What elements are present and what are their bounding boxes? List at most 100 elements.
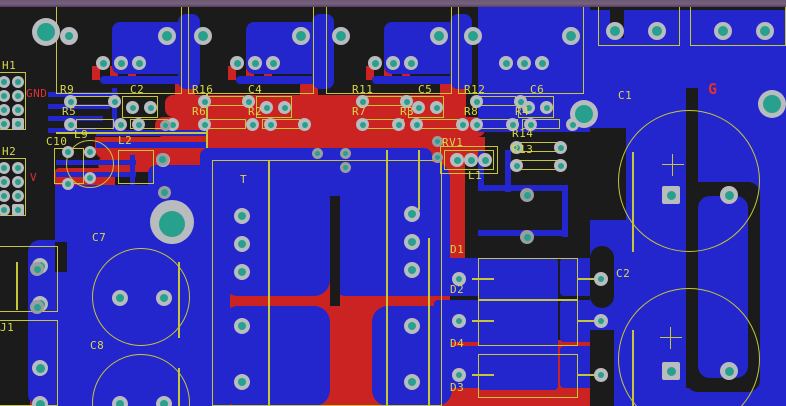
pad-transformer[interactable] <box>234 374 250 390</box>
pad-header-h1[interactable] <box>0 104 10 116</box>
pad-transformer[interactable] <box>234 208 250 224</box>
pad-resistor[interactable] <box>246 118 259 131</box>
via[interactable] <box>340 148 351 159</box>
pad-resistor[interactable] <box>470 95 483 108</box>
pad-resistor[interactable] <box>356 118 369 131</box>
pad-capacitor-c7[interactable] <box>156 290 172 306</box>
footprint-outline-r6[interactable] <box>208 119 246 129</box>
pad-resistor[interactable] <box>264 118 277 131</box>
via[interactable] <box>432 136 443 147</box>
pad-capacitor[interactable] <box>540 101 553 114</box>
pad-resistor[interactable] <box>566 118 579 131</box>
pad-header-h2-pin1[interactable] <box>12 204 24 216</box>
pad-pin[interactable] <box>266 56 280 70</box>
pad-diode[interactable] <box>594 272 608 286</box>
pad-resistor[interactable] <box>108 95 121 108</box>
pad-mount-hole[interactable] <box>332 27 350 45</box>
footprint-outline-r12[interactable] <box>478 96 516 106</box>
pad-resistor[interactable] <box>510 141 523 154</box>
via[interactable] <box>312 148 323 159</box>
pad-pin[interactable] <box>368 56 382 70</box>
pad-mount-hole[interactable] <box>606 22 624 40</box>
pad-pin[interactable] <box>114 56 128 70</box>
pad-header-h2[interactable] <box>12 176 24 188</box>
pad-transformer[interactable] <box>404 318 420 334</box>
pad-j1[interactable] <box>32 396 48 406</box>
pad-transformer[interactable] <box>404 206 420 222</box>
footprint-outline-c7[interactable] <box>92 248 190 346</box>
pad-mount-hole[interactable] <box>430 27 448 45</box>
pad-transformer[interactable] <box>234 264 250 280</box>
via[interactable] <box>156 153 169 166</box>
pad-diode[interactable] <box>452 368 466 382</box>
pad-capacitor-c7[interactable] <box>112 290 128 306</box>
pad-l9[interactable] <box>84 172 96 184</box>
via[interactable] <box>160 120 171 131</box>
pad-resistor[interactable] <box>114 118 127 131</box>
via[interactable] <box>520 230 534 244</box>
pad-header-h1[interactable] <box>0 118 10 130</box>
pad-l1[interactable] <box>450 153 464 167</box>
footprint-outline-c4[interactable] <box>256 96 292 118</box>
footprint-outline-r9[interactable] <box>74 96 112 106</box>
pad-resistor[interactable] <box>470 118 483 131</box>
pad-capacitor-c1[interactable] <box>720 186 738 204</box>
via[interactable] <box>158 186 171 199</box>
footprint-outline-rv1[interactable] <box>444 150 494 170</box>
pad-resistor[interactable] <box>392 118 405 131</box>
footprint-outline-r13[interactable] <box>520 160 558 170</box>
pad-mount-hole[interactable] <box>292 27 310 45</box>
pad-diode[interactable] <box>594 314 608 328</box>
via[interactable] <box>520 188 534 202</box>
pad-capacitor[interactable] <box>278 101 291 114</box>
pad-header-h2[interactable] <box>0 204 10 216</box>
pad-c10[interactable] <box>62 146 74 158</box>
pad-resistor[interactable] <box>456 118 469 131</box>
pad-capacitor[interactable] <box>412 101 425 114</box>
footprint-outline-c2[interactable] <box>122 96 158 118</box>
pad-c10[interactable] <box>62 178 74 190</box>
via[interactable] <box>30 262 44 276</box>
pad-mount-hole[interactable] <box>464 27 482 45</box>
pad-resistor[interactable] <box>400 95 413 108</box>
pad-capacitor-c2-pin1[interactable] <box>662 362 680 380</box>
pad-header-h1[interactable] <box>12 90 24 102</box>
pad-mount-hole-large[interactable] <box>758 90 786 118</box>
pad-header-h1[interactable] <box>12 76 24 88</box>
pad-capacitor-c8[interactable] <box>112 396 128 406</box>
pad-resistor[interactable] <box>198 95 211 108</box>
pad-transformer[interactable] <box>404 374 420 390</box>
pad-resistor[interactable] <box>298 118 311 131</box>
pad-diode[interactable] <box>452 272 466 286</box>
toolbar-strip[interactable] <box>0 0 786 7</box>
footprint-outline-l2[interactable] <box>118 150 154 184</box>
pad-pin[interactable] <box>386 56 400 70</box>
footprint-outline-r11[interactable] <box>364 96 402 106</box>
footprint-outline-d4[interactable] <box>478 354 578 398</box>
pad-resistor[interactable] <box>132 118 145 131</box>
pad-capacitor[interactable] <box>430 101 443 114</box>
pad-capacitor-c1-pin1[interactable] <box>662 186 680 204</box>
pad-resistor[interactable] <box>198 118 211 131</box>
pad-resistor[interactable] <box>554 141 567 154</box>
pad-capacitor[interactable] <box>260 101 273 114</box>
pad-header-h1[interactable] <box>0 76 10 88</box>
pad-resistor[interactable] <box>410 118 423 131</box>
pad-mount-hole[interactable] <box>60 27 78 45</box>
pad-header-h2[interactable] <box>0 190 10 202</box>
pad-header-h2[interactable] <box>0 176 10 188</box>
pad-pin[interactable] <box>132 56 146 70</box>
pad-l1[interactable] <box>478 153 492 167</box>
pad-resistor[interactable] <box>506 118 519 131</box>
pad-header-h1[interactable] <box>12 104 24 116</box>
pad-capacitor[interactable] <box>144 101 157 114</box>
pad-mount-hole[interactable] <box>158 27 176 45</box>
pad-transformer[interactable] <box>404 234 420 250</box>
pad-l1[interactable] <box>464 153 478 167</box>
footprint-outline-r16[interactable] <box>206 96 244 106</box>
pad-mount-hole-large[interactable] <box>152 204 192 244</box>
footprint-outline-r4[interactable] <box>522 119 560 129</box>
pad-resistor[interactable] <box>64 95 77 108</box>
pad-mount-hole[interactable] <box>194 27 212 45</box>
